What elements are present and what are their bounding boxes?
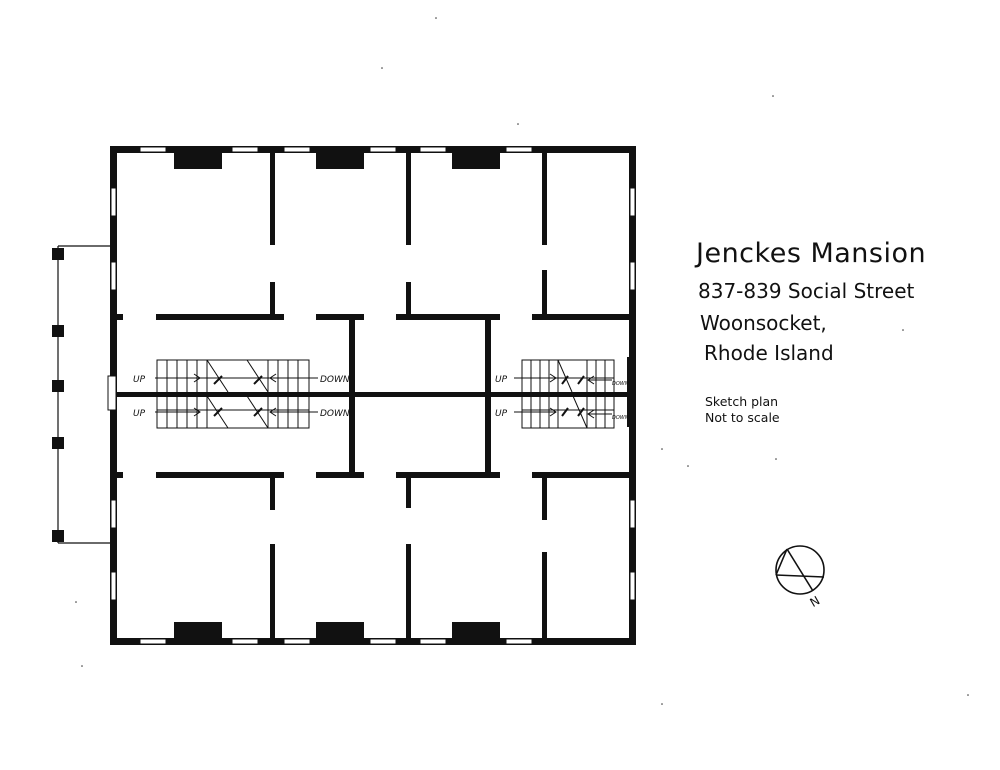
building-title: Jenckes Mansion <box>696 238 927 269</box>
stair-down-label: DOWN <box>612 415 629 421</box>
stair-up-label: UP <box>495 409 508 419</box>
stair-down-label: DOWN <box>320 375 350 385</box>
north-arrow: N <box>775 545 825 610</box>
stair-down-label: DOWN <box>320 409 350 419</box>
stair-down-label: DOWN <box>612 381 629 387</box>
interior-walls <box>110 153 635 638</box>
windows <box>110 146 636 645</box>
address-state: Rhode Island <box>704 341 834 365</box>
address-street: 837-839 Social Street <box>698 279 915 303</box>
north-label: N <box>808 593 823 610</box>
fireplaces <box>174 153 500 638</box>
stair-up-label: UP <box>133 375 146 385</box>
stair-labels: UP UP DOWN DOWN UP UP DOWN DOWN <box>133 375 629 421</box>
note-not-to-scale: Not to scale <box>705 410 780 425</box>
stair-up-label: UP <box>495 375 508 385</box>
stair-right <box>514 359 615 429</box>
stair-up-label: UP <box>133 409 146 419</box>
porch <box>52 245 117 544</box>
stair-left <box>155 359 318 429</box>
note-sketch-plan: Sketch plan <box>705 394 779 409</box>
address-city: Woonsocket, <box>700 311 827 335</box>
specks <box>75 17 969 705</box>
